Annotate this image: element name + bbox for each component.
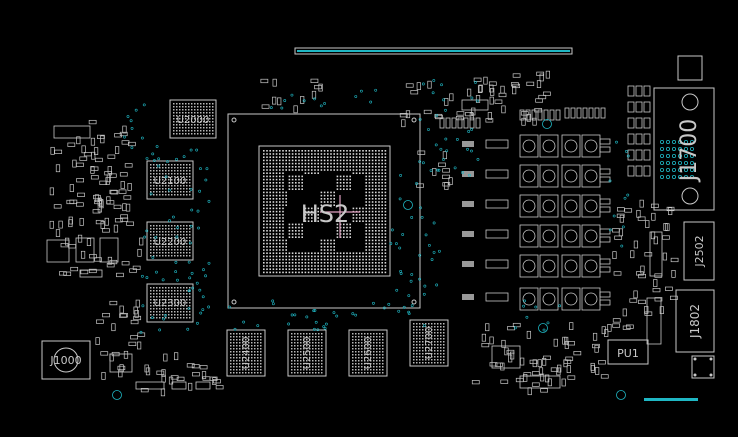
memory-chip-u2500[interactable]: U2500 xyxy=(287,329,327,377)
gpu-label: HS2 xyxy=(301,200,350,228)
connector-j2502[interactable]: J2502 xyxy=(683,221,715,281)
u2500-label: U2500 xyxy=(302,337,313,370)
memory-chip-u2300[interactable]: U2300 xyxy=(146,283,194,323)
u2300-label: U2300 xyxy=(154,298,187,309)
vias xyxy=(112,79,630,400)
j1000-label: J1000 xyxy=(49,354,81,367)
j1700-label: J1700 xyxy=(677,119,702,183)
u2700-label: U2700 xyxy=(424,327,435,360)
connector-j1700[interactable]: J1700 xyxy=(627,55,715,211)
u2400-label: U2400 xyxy=(241,337,252,370)
connector-bottom-right[interactable] xyxy=(644,355,715,401)
u2200-label: U2200 xyxy=(154,237,187,248)
j2502-label: J2502 xyxy=(693,235,706,267)
u2100-label: U2100 xyxy=(154,176,187,187)
gpu-bga-grid xyxy=(263,150,387,274)
memory-chip-u2200[interactable]: U2200 xyxy=(146,221,194,261)
vrm-power-stage xyxy=(439,107,611,311)
memory-chip-u2100[interactable]: U2100 xyxy=(146,160,194,200)
pu1-label: PU1 xyxy=(617,347,639,360)
memory-chip-u2400[interactable]: U2400 xyxy=(226,329,266,377)
component-pu1[interactable]: PU1 xyxy=(607,339,649,365)
j1802-label: J1802 xyxy=(688,304,702,339)
memory-chip-u2700[interactable]: U2700 xyxy=(409,319,449,367)
connector-j1802[interactable]: J1802 xyxy=(675,289,715,353)
gpu-package[interactable]: HS2 xyxy=(227,113,421,309)
top-edge-connector xyxy=(294,47,573,55)
u2600-label: U2600 xyxy=(363,337,374,370)
connector-j1000[interactable]: J1000 xyxy=(41,340,91,380)
u2000-label: U2000 xyxy=(177,115,210,126)
memory-chip-u2000[interactable]: U2000 xyxy=(169,99,217,139)
j1700-pins xyxy=(627,85,695,179)
passive-components xyxy=(46,70,679,397)
memory-chip-u2600[interactable]: U2600 xyxy=(348,329,388,377)
